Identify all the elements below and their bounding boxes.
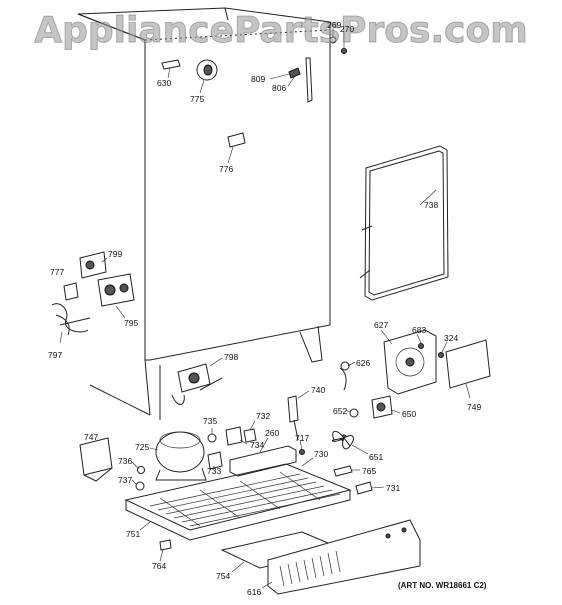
callout-751: 751 (126, 529, 141, 539)
part-736-737-grommets (131, 461, 145, 491)
callout-734: 734 (250, 440, 265, 450)
callout-736: 736 (118, 456, 133, 466)
cabinet (77, 7, 331, 420)
part-627-fan-bracket (339, 329, 491, 399)
part-616-grille (261, 519, 421, 595)
callout-806: 806 (272, 83, 287, 93)
part-651-fan-blade (331, 431, 369, 455)
callout-651: 651 (369, 452, 384, 462)
part-809-806 (269, 57, 313, 103)
part-260-drain-pan (229, 437, 297, 477)
callout-754: 754 (216, 571, 231, 581)
part-725-compressor (149, 431, 207, 481)
callout-809: 809 (251, 74, 266, 84)
callout-738: 738 (424, 200, 439, 210)
part-765-731-brackets (333, 465, 385, 495)
callout-765: 765 (362, 466, 377, 476)
callout-737: 737 (118, 475, 133, 485)
callout-799: 799 (108, 249, 123, 259)
callout-795: 795 (124, 318, 139, 328)
callout-270: 270 (340, 24, 355, 34)
part-776-tab (227, 132, 246, 164)
callout-777: 777 (50, 267, 65, 277)
art-number: (ART NO. WR18661 C2) (398, 581, 487, 590)
callout-626: 626 (356, 358, 371, 368)
part-747-cover (79, 437, 113, 482)
callout-764: 764 (152, 561, 167, 571)
callout-731: 731 (386, 483, 401, 493)
callout-260: 260 (265, 428, 280, 438)
callout-747: 747 (84, 432, 99, 442)
part-630-bracket (161, 59, 181, 79)
part-269-270 (329, 28, 347, 54)
callout-798: 798 (224, 352, 239, 362)
callout-627: 627 (374, 320, 389, 330)
callout-269: 269 (327, 20, 342, 30)
callout-733: 733 (207, 466, 222, 476)
part-764-clip (159, 539, 172, 562)
part-751-condenser-base (124, 463, 352, 541)
callout-740: 740 (311, 385, 326, 395)
callout-735: 735 (203, 416, 218, 426)
callout-775: 775 (190, 94, 205, 104)
part-650-fan-motor (345, 395, 401, 419)
callout-683: 683 (412, 325, 427, 335)
callout-730: 730 (314, 449, 329, 459)
part-740-probe (287, 390, 310, 441)
callout-650: 650 (402, 409, 417, 419)
callout-797: 797 (48, 350, 63, 360)
part-738-gasket (359, 145, 449, 301)
watermark: AppliancePartsPros.com (34, 10, 528, 52)
callout-616: 616 (247, 587, 262, 597)
callout-324: 324 (444, 333, 459, 343)
callout-732: 732 (256, 411, 271, 421)
callout-652: 652 (333, 406, 348, 416)
callout-630: 630 (157, 78, 172, 88)
callout-725: 725 (135, 442, 150, 452)
part-798-valve (171, 357, 223, 405)
callout-749: 749 (467, 402, 482, 412)
part-717-730 (299, 439, 314, 467)
callout-776: 776 (219, 164, 234, 174)
part-735-732-734-733 (207, 420, 257, 471)
part-799-valve-assembly (51, 251, 135, 344)
part-775-control (196, 59, 218, 94)
callout-717: 717 (295, 433, 310, 443)
